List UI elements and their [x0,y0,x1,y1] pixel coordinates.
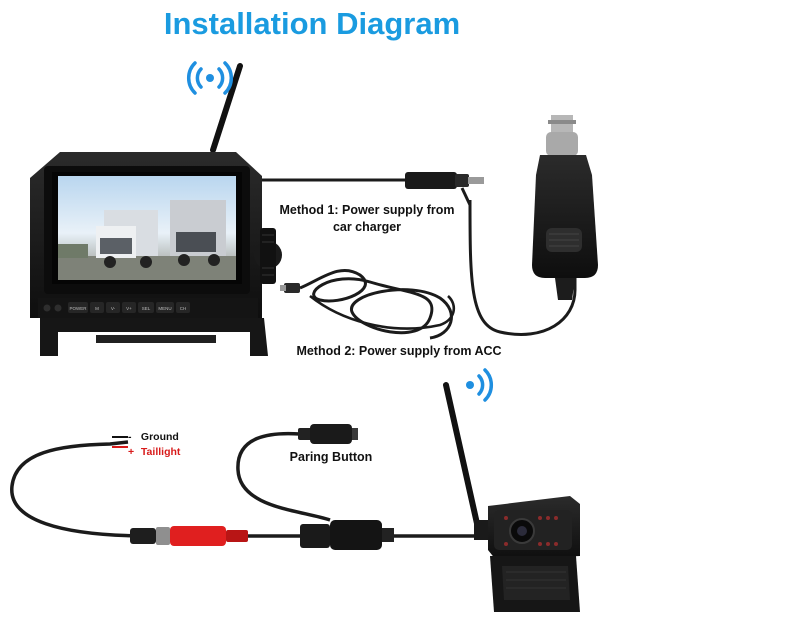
monitor-button-sel[interactable]: SEL [138,302,154,313]
acc-power-cable [280,268,456,340]
car-charger [532,115,598,300]
monitor-button-m[interactable]: M [90,302,104,313]
cable-junction [300,520,394,550]
taillight-wire-label: + Taillight [128,446,180,458]
method-1-line-1: Method 1: Power supply from [279,203,455,217]
monitor-button-vol-up[interactable]: V+ [122,302,136,313]
monitor-button-label: SEL [142,306,151,311]
monitor-button-label: M [95,306,99,311]
wifi-signal-icon [187,61,233,95]
monitor-button-strip: POWER M V- V+ SEL [68,302,190,313]
backup-camera [443,382,580,612]
method-1-line-2: car charger [332,220,402,234]
monitor-button-label: MENU [158,306,171,311]
ground-wire-label: - Ground [128,431,179,443]
taillight-plus-symbol: + [128,446,135,458]
monitor-button-power[interactable]: POWER [68,302,88,313]
ground-minus-symbol: - [128,431,132,443]
camera-harness-cable [10,424,478,550]
paring-button-connector[interactable] [298,424,358,444]
monitor-button-label: POWER [69,306,87,311]
monitor-button-label: CH [180,306,187,311]
method-1-label: Method 1: Power supply from car charger [262,202,472,236]
diagram-title: Installation Diagram [163,6,461,41]
monitor-screen [58,176,236,280]
method-2-label: Method 2: Power supply from ACC [296,344,502,358]
ground-text: Ground [140,431,179,443]
paring-button-label: Paring Button [289,450,373,464]
taillight-text: Taillight [140,446,181,458]
monitor-button-menu[interactable]: MENU [156,302,174,313]
monitor-button-label: V- [111,306,116,311]
monitor-button-label: V+ [126,306,132,311]
monitor-button-vol-down[interactable]: V- [106,302,120,313]
power-connector [130,526,248,546]
monitor-button-ch[interactable]: CH [176,302,190,313]
wifi-signal-icon [466,368,493,402]
charger-cable-loop [468,199,577,336]
charger-plug-connector [405,172,484,206]
monitor: POWER M V- V+ SEL [30,63,282,356]
monitor-mount-knob[interactable] [254,228,282,284]
